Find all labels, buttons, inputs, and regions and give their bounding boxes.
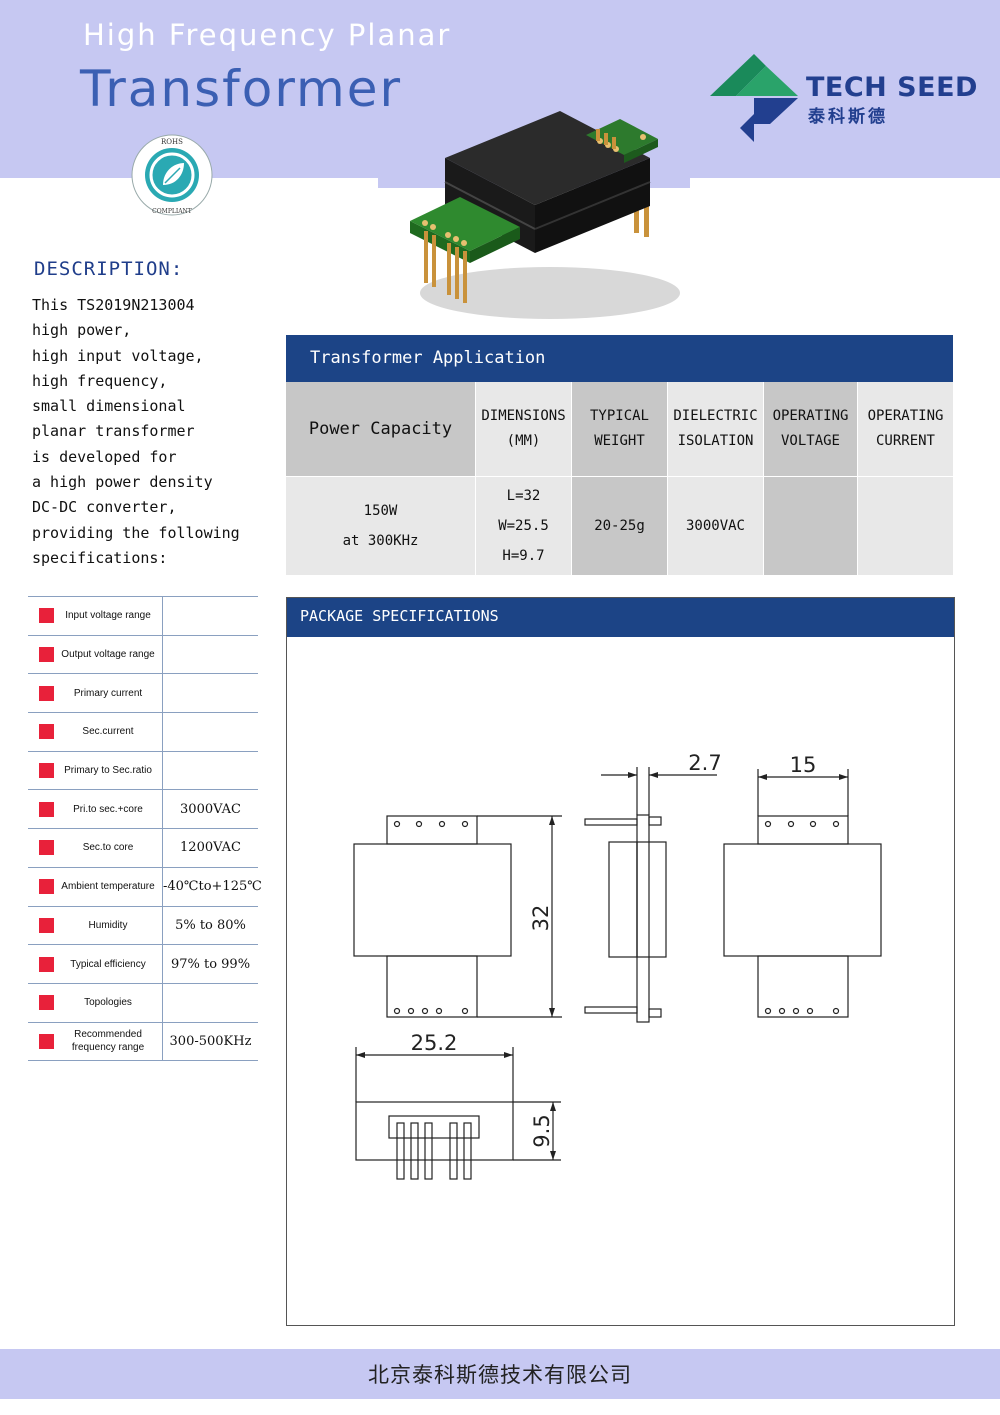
spec-label: Ambient temperature [61, 881, 155, 893]
spec-value [162, 983, 258, 1022]
description-line: specifications: [32, 548, 168, 567]
spec-row: Input voltage range [28, 597, 258, 636]
spec-value [162, 751, 258, 790]
description-line: DC-DC converter, [32, 498, 177, 517]
rohs-leaf-icon: ROHS COMPLIANT [131, 134, 213, 216]
brand-name: TECH SEED [806, 72, 978, 103]
spec-value [162, 597, 258, 635]
spec-label: Topologies [84, 997, 132, 1009]
footer-company: 北京泰科斯德技术有限公司 [0, 1349, 1000, 1399]
spec-label: Recommended frequency range [71, 1029, 145, 1054]
spec-row: Ambient temperature -40℃to+125℃ [28, 867, 262, 907]
dim-width-label: 25.2 [411, 1031, 458, 1055]
logo-arrow-icon [710, 54, 798, 142]
spec-value: 3000VAC [162, 790, 258, 829]
description-text: This TS2019N213004 high power, high inpu… [32, 293, 282, 571]
dim-pin-width-label: 15 [790, 753, 817, 777]
description-line: planar transformer [32, 422, 195, 441]
spec-label: Input voltage range [65, 610, 151, 622]
bullet-square-icon [39, 879, 54, 895]
dim-height-label: 9.5 [530, 1114, 554, 1147]
description-line: high power, [32, 321, 132, 340]
spec-label: Output voltage range [61, 649, 155, 661]
spec-label: Typical efficiency [70, 958, 146, 970]
description-line: high frequency, [32, 371, 168, 390]
bullet-square-icon [39, 917, 54, 933]
spec-value: 300-500KHz [162, 1022, 258, 1061]
description-line: small dimensional [32, 397, 186, 416]
spec-value [162, 635, 258, 674]
bullet-square-icon [39, 763, 54, 779]
bullet-square-icon [39, 724, 54, 740]
rohs-badge: ROHS COMPLIANT [130, 133, 214, 217]
bullet-square-icon [39, 685, 54, 701]
svg-text:ROHS: ROHS [161, 138, 183, 146]
value-current [858, 477, 953, 575]
spec-label: Humidity [88, 919, 128, 931]
bullet-square-icon [39, 995, 54, 1011]
transformer-product-image [400, 103, 690, 335]
description-line: providing the following [32, 523, 240, 542]
spec-row: Primary current [28, 674, 258, 714]
spec-value: 5% to 80% [162, 906, 258, 945]
value-voltage [764, 477, 857, 575]
spec-value: -40℃to+125℃ [162, 867, 262, 906]
dim-thickness-label: 2.7 [688, 751, 721, 775]
bullet-square-icon [39, 801, 54, 817]
spec-row: Primary to Sec.ratio [28, 751, 258, 791]
spec-label: Pri.to sec.+core [73, 803, 143, 815]
spec-label: Primary current [73, 687, 143, 699]
description-line: a high power density [32, 473, 213, 492]
spec-value [162, 674, 258, 713]
header-power-capacity: Power Capacity [286, 382, 475, 476]
spec-label: Sec.to core [82, 842, 134, 854]
spec-row: Typical efficiency 97% to 99% [28, 945, 258, 984]
brand-name-cn: 泰科斯德 [808, 107, 888, 127]
bullet-square-icon [39, 647, 54, 663]
value-weight: 20-25g [572, 477, 667, 575]
page-title: Transformer [80, 60, 403, 118]
svg-text:COMPLIANT: COMPLIANT [152, 208, 192, 215]
package-specifications: PACKAGE SPECIFICATIONS [286, 597, 955, 1326]
spec-value: 97% to 99% [162, 945, 258, 983]
spec-row: Sec.to core 1200VAC [28, 829, 258, 868]
spec-value: 1200VAC [162, 829, 258, 867]
description-heading: DESCRIPTION: [34, 258, 184, 280]
tech-seed-logo: TECH SEED 泰科斯德 [706, 52, 978, 144]
application-heading: Transformer Application [286, 335, 953, 382]
bullet-square-icon [39, 956, 54, 972]
spec-label: Sec.current [82, 726, 134, 738]
header-dimensions: DIMENSIONS(MM) [476, 382, 571, 476]
dim-length-label: 32 [529, 905, 553, 932]
bullet-square-icon [39, 1033, 54, 1049]
spec-row: Sec.current [28, 713, 258, 752]
bullet-square-icon [39, 608, 54, 624]
description-line: This TS2019N213004 [32, 296, 195, 314]
bullet-square-icon [39, 840, 54, 856]
value-isolation: 3000VAC [668, 477, 763, 575]
description-line: high input voltage, [32, 346, 204, 365]
spec-row: Pri.to sec.+core 3000VAC [28, 790, 258, 830]
description-line: is developed for [32, 447, 177, 466]
page-subtitle: High Frequency Planar [83, 18, 452, 52]
spec-label: Primary to Sec.ratio [64, 765, 152, 777]
spec-value [162, 713, 258, 751]
package-heading: PACKAGE SPECIFICATIONS [287, 598, 954, 637]
package-drawing: 2.7 15 25.2 32 9.5 [353, 751, 882, 1180]
spec-row: Output voltage range [28, 635, 258, 675]
spec-row: Recommended frequency range 300-500KHz [28, 1022, 258, 1062]
spec-list: Input voltage range Output voltage range… [28, 596, 262, 1062]
spec-row: Humidity 5% to 80% [28, 906, 258, 946]
application-table: Transformer Application Power Capacity D… [286, 335, 953, 575]
spec-row: Topologies [28, 983, 258, 1023]
